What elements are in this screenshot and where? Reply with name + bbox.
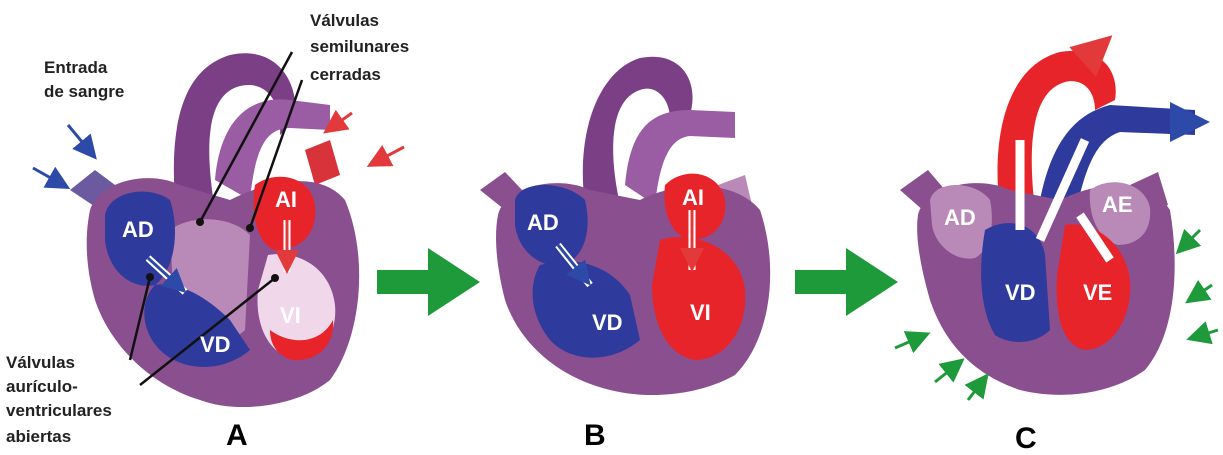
pointer-dot <box>246 224 254 232</box>
transition-arrow-a-b <box>377 248 480 316</box>
chamber-label-vi: VI <box>280 303 301 328</box>
transition-arrow-b-c <box>795 248 898 316</box>
chamber-label-vd: VD <box>592 310 623 335</box>
compression-arrow <box>1180 230 1200 250</box>
av-label-line3: ventriculares <box>6 401 112 420</box>
incoming-blood-arrow <box>328 113 352 130</box>
pulmonary-vein-vessel <box>305 140 340 185</box>
pointer-dot <box>271 274 279 282</box>
semilunares-label-line2: semilunares <box>310 37 409 56</box>
transition-arrow-shaft <box>795 270 850 294</box>
entrada-label-line1: Entrada <box>44 58 108 77</box>
av-label-line1: Válvulas <box>6 353 75 372</box>
chamber-label-ae: AE <box>1102 192 1133 217</box>
chamber-label-ai: AI <box>682 185 704 210</box>
incoming-blood-arrow <box>372 147 404 164</box>
panel-letter-a: A <box>226 419 248 452</box>
chamber-label-ad: AD <box>122 217 154 242</box>
panel-letter-c: C <box>1015 422 1037 455</box>
heart-panel-b: AD AI VD VI B <box>480 57 770 452</box>
transition-arrow-shaft <box>377 270 432 294</box>
pointer-dot <box>146 273 154 281</box>
heart-panel-c: AD AE VD VE C <box>895 42 1218 455</box>
panel-letter-b: B <box>584 419 606 452</box>
transition-arrow-head <box>428 248 480 316</box>
compression-arrow <box>1192 330 1218 338</box>
compression-arrow <box>968 378 985 400</box>
av-label-line2: aurículo- <box>6 377 78 396</box>
transition-arrow-head <box>846 248 898 316</box>
chamber-label-vi: VI <box>690 300 711 325</box>
av-label-line4: abiertas <box>6 427 71 446</box>
semilunares-label-line1: Válvulas <box>310 11 379 30</box>
chamber-label-ve: VE <box>1083 280 1112 305</box>
compression-arrow <box>1190 285 1212 300</box>
compression-arrow <box>895 335 925 348</box>
semilunares-label-line3: cerradas <box>310 65 381 84</box>
chamber-label-ad: AD <box>527 210 559 235</box>
incoming-blood-arrow <box>68 125 93 155</box>
chamber-label-vd: VD <box>200 332 231 357</box>
heart-panel-a: AD AI VD VI Entrada de sangre Válvulas s… <box>6 11 409 452</box>
chamber-label-vd: VD <box>1005 280 1036 305</box>
pointer-dot <box>196 218 204 226</box>
compression-arrow <box>935 362 960 382</box>
chamber-label-ai: AI <box>275 187 297 212</box>
chamber-label-ad: AD <box>944 205 976 230</box>
entrada-label-line2: de sangre <box>44 82 124 101</box>
incoming-blood-arrow <box>33 168 65 186</box>
